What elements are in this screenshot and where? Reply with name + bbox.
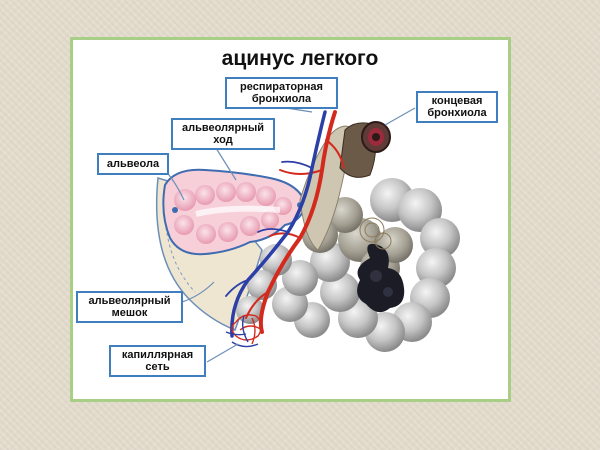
label-pointers — [159, 106, 416, 363]
label-respiratory-bronchiole: респираторная бронхиола — [225, 77, 338, 109]
alveolar-cross-section — [359, 217, 392, 250]
alveolar-duct-section — [162, 168, 308, 256]
capillary-network — [225, 314, 263, 348]
label-alveolar-sac: альвеолярный мешок — [76, 291, 183, 323]
artery — [245, 110, 345, 334]
label-capillary-network: капиллярная сеть — [109, 345, 206, 377]
page-title: ацинус легкого — [221, 47, 379, 70]
label-alveolus: альвеола — [97, 153, 169, 175]
terminal-bronchiole — [339, 121, 391, 178]
opened-alveolar-sac — [357, 243, 405, 313]
label-terminal-bronchiole: концевая бронхиола — [416, 91, 498, 123]
vein — [225, 110, 327, 338]
label-alveolar-duct: альвеолярный ход — [171, 118, 275, 150]
